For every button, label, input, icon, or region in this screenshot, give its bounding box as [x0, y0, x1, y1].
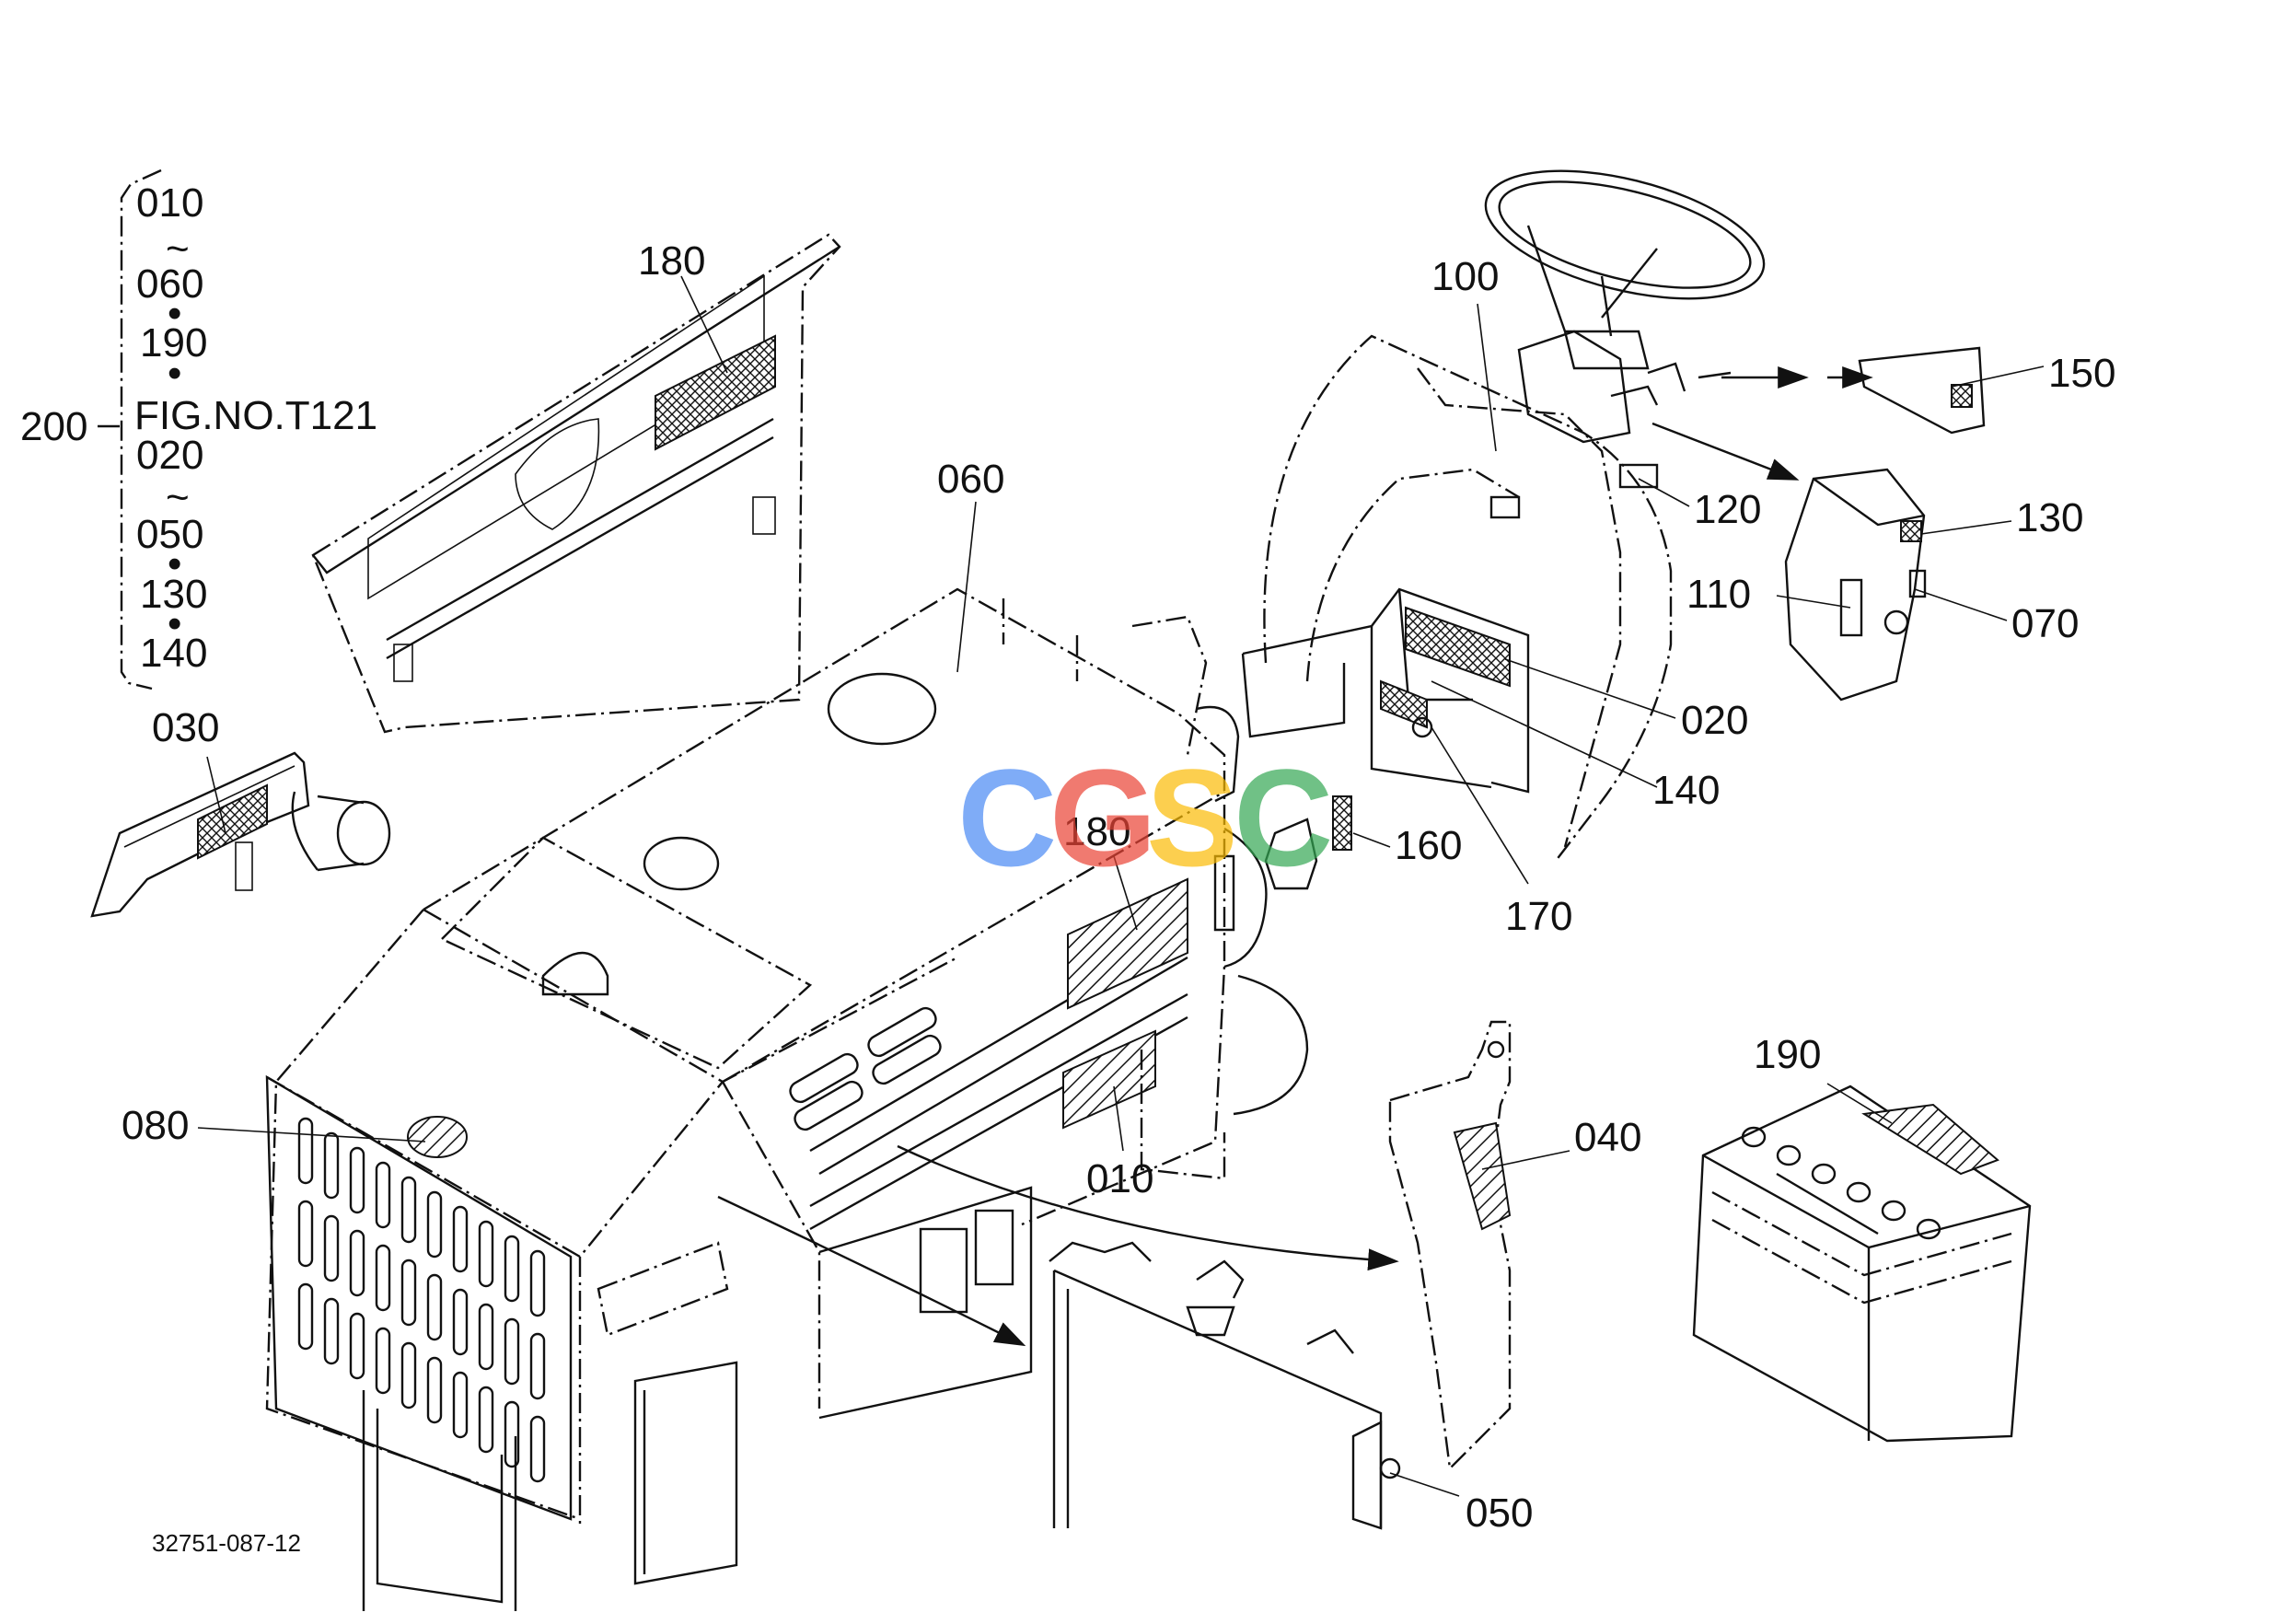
legend-item: 010 — [136, 180, 203, 226]
callout-060: 060 — [937, 457, 1004, 502]
grille-slot — [452, 1371, 469, 1439]
grille-slot — [297, 1200, 314, 1268]
dash-panel — [1263, 330, 1732, 862]
grille-slot — [323, 1214, 340, 1282]
callout-110: 110 — [1686, 572, 1751, 617]
legend-item: 050 — [136, 512, 203, 557]
callout-150: 150 — [2048, 351, 2115, 396]
grille-slot — [452, 1288, 469, 1356]
legend-bullet: • — [168, 351, 181, 396]
grille-slot — [504, 1400, 520, 1468]
grille-slot — [349, 1312, 365, 1380]
side-panel-part — [311, 233, 841, 734]
callout-170: 170 — [1505, 894, 1572, 939]
grille-slot — [452, 1205, 469, 1273]
hood-rear-bracket — [1140, 795, 1352, 1180]
grille-slot — [375, 1327, 391, 1395]
grille-slot — [478, 1220, 494, 1288]
callout-130: 130 — [2016, 495, 2083, 540]
grille-slot — [323, 1131, 340, 1200]
fender-panel-part — [1388, 1020, 1512, 1471]
battery-cap — [1776, 1144, 1802, 1166]
grille-slot — [504, 1235, 520, 1303]
battery-caps — [1741, 1126, 1941, 1240]
legend-item: 140 — [140, 631, 207, 676]
switch-bracket-part — [1651, 422, 1927, 702]
grille-slot — [297, 1117, 314, 1185]
legend-group: 200 010 ~ 060 • 190 • FIG.NO.T121 020 ~ … — [20, 168, 377, 690]
front-frame — [362, 1186, 1033, 1611]
callout-050: 050 — [1466, 1491, 1533, 1536]
dash-sub-panel — [1241, 587, 1530, 794]
legend-item: 060 — [136, 261, 203, 307]
grille-slot — [478, 1386, 494, 1454]
legend-bullet: • — [168, 601, 181, 646]
grille-slot — [349, 1229, 365, 1297]
legend-bullet: • — [168, 541, 181, 586]
legend-group-label: 200 — [20, 404, 87, 449]
legend-bullet: • — [168, 291, 181, 336]
leader-lines — [197, 275, 2045, 1497]
battery-cap — [1811, 1163, 1837, 1185]
callout-010: 010 — [1086, 1156, 1153, 1201]
grille-slot — [426, 1356, 443, 1424]
connector-arrows — [717, 1144, 1399, 1347]
grille-slot — [529, 1332, 546, 1400]
legend-range-sign: ~ — [166, 475, 190, 520]
lever-knob-part — [1721, 346, 1986, 435]
radiator-part — [1049, 1241, 1401, 1530]
callout-labels: 180 060 030 180 080 010 040 050 100 120 … — [122, 238, 2115, 1557]
grille-slot — [478, 1303, 494, 1371]
steering-wheel — [1484, 169, 1766, 370]
callout-160: 160 — [1395, 823, 1462, 868]
grille-slot — [297, 1282, 314, 1351]
grille-slot — [400, 1259, 417, 1327]
callout-070: 070 — [2011, 601, 2079, 646]
callout-180-top: 180 — [638, 238, 705, 284]
cgsc-watermark: C G S C — [957, 740, 1333, 895]
grille-slot — [400, 1341, 417, 1409]
grille-slot — [349, 1146, 365, 1214]
watermark-letter: G — [1049, 740, 1157, 895]
grille-slot — [529, 1415, 546, 1483]
grille-slot — [375, 1244, 391, 1312]
hood-vents — [789, 877, 1188, 1231]
bracket-part-030 — [90, 751, 391, 918]
grille-slot — [529, 1249, 546, 1317]
battery-cap — [1881, 1200, 1906, 1222]
watermark-letter: S — [1146, 740, 1238, 895]
grille-slot — [426, 1273, 443, 1341]
legend-figure-ref: FIG.NO.T121 — [134, 393, 377, 438]
battery-part — [1692, 1085, 2032, 1443]
grille-slots — [297, 1117, 546, 1483]
hood-body — [265, 587, 1240, 1524]
grille-slot — [504, 1317, 520, 1386]
watermark-letter: C — [957, 740, 1057, 895]
drawing-code: 32751-087-12 — [152, 1529, 301, 1557]
callout-180-hood: 180 — [1063, 809, 1130, 854]
callout-190: 190 — [1754, 1032, 1821, 1077]
grille-slot — [323, 1297, 340, 1365]
battery-cap — [1916, 1218, 1941, 1240]
callout-100: 100 — [1431, 254, 1499, 299]
grille-slot — [400, 1176, 417, 1244]
legend-range-sign: ~ — [166, 226, 190, 272]
battery-cap — [1741, 1126, 1767, 1148]
callout-120: 120 — [1694, 487, 1761, 532]
grille-slot — [375, 1161, 391, 1229]
callout-020: 020 — [1681, 698, 1748, 743]
callout-040: 040 — [1574, 1115, 1641, 1160]
front-grille — [265, 1074, 573, 1521]
legend-item: 190 — [140, 320, 207, 365]
legend-item: 020 — [136, 433, 203, 478]
watermark-letter: C — [1234, 740, 1333, 895]
grille-slot — [426, 1190, 443, 1259]
callout-140: 140 — [1652, 768, 1720, 813]
callout-030: 030 — [152, 705, 219, 750]
battery-cap — [1846, 1181, 1872, 1203]
callout-080: 080 — [122, 1103, 189, 1148]
legend-item: 130 — [140, 572, 207, 617]
